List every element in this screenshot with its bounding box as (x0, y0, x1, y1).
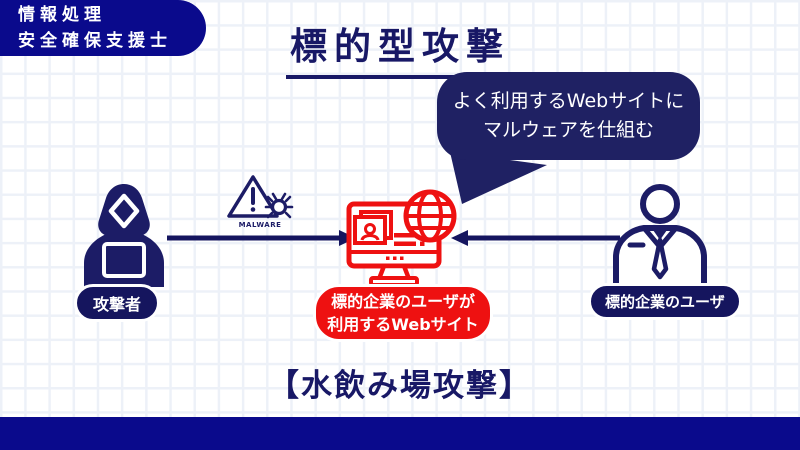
speech-bubble-line2: マルウェアを仕組む (482, 119, 654, 141)
website-label-line1: 標的企業のユーザが (331, 292, 475, 311)
target-user-label-text: 標的企業のユーザ (605, 293, 725, 311)
bottom-bar (0, 417, 800, 450)
malware-warning-icon (227, 175, 294, 219)
attacker-label-text: 攻撃者 (93, 295, 142, 314)
speech-bubble: よく利用するWebサイトに マルウェアを仕組む (437, 72, 700, 160)
attack-name-title: 【水飲み場攻撃】 (268, 368, 532, 404)
speech-bubble-tail-icon (450, 152, 547, 204)
website-monitor-globe-icon (346, 189, 457, 287)
certification-badge: 情報処理 安全確保支援士 (0, 0, 206, 56)
website-label: 標的企業のユーザが 利用するWebサイト (313, 284, 493, 342)
malware-caption: MALWARE (238, 221, 282, 229)
attacker-label: 攻撃者 (74, 284, 161, 322)
target-user-label: 標的企業のユーザ (588, 283, 742, 320)
access-arrow-icon (451, 230, 620, 246)
speech-bubble-line1: よく利用するWebサイトに (452, 90, 685, 112)
hacker-icon (84, 184, 164, 287)
page-title: 標的型攻撃 (286, 16, 514, 79)
badge-line1: 情報処理 (18, 5, 106, 25)
website-label-line2: 利用するWebサイト (327, 315, 479, 334)
badge-line2: 安全確保支援士 (18, 31, 172, 51)
attack-arrow-icon (167, 230, 356, 246)
business-person-icon (613, 184, 707, 285)
